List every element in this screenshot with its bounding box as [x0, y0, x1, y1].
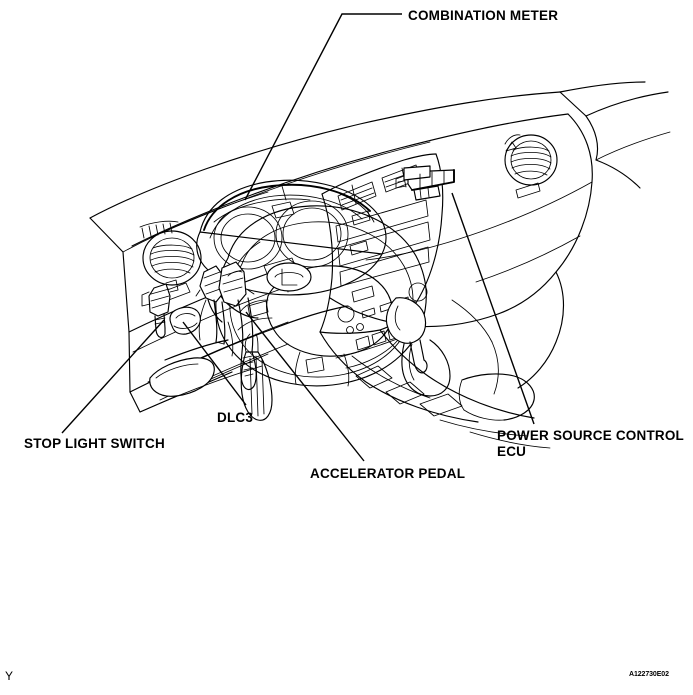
leader-power-source-control-ecu — [451, 192, 535, 425]
page-corner-mark: Y — [5, 669, 14, 683]
callout-label-combination-meter: COMBINATION METER — [408, 8, 559, 23]
callout-label-accelerator-pedal: ACCELERATOR PEDAL — [310, 466, 466, 481]
leader-stop-light-switch — [61, 319, 165, 434]
leader-combination-meter — [244, 13, 402, 201]
steering-wheel — [215, 205, 427, 387]
figure-id-code: A122730E02 — [629, 671, 669, 678]
dlc3-connector — [169, 306, 201, 335]
footwell-and-brake-pedal — [139, 339, 263, 413]
accelerator-pedal — [240, 333, 273, 421]
callout-label-stop-light-switch: STOP LIGHT SWITCH — [24, 436, 165, 451]
leader-accelerator-pedal — [245, 311, 365, 462]
stop-light-switch — [141, 279, 179, 339]
leader-lines — [61, 13, 535, 462]
driver-air-vent — [139, 220, 202, 302]
callout-label-power-source-control-ecu-line-1: POWER SOURCE CONTROL — [497, 428, 685, 443]
leader-dlc3 — [182, 321, 247, 406]
passenger-air-vent — [504, 134, 558, 199]
power-source-control-ecu — [395, 165, 455, 201]
callout-label-dlc3: DLC3 — [217, 410, 254, 425]
center-console-and-shifter — [319, 297, 551, 449]
callout-label-power-source-control-ecu-line-2: ECU — [497, 444, 527, 459]
